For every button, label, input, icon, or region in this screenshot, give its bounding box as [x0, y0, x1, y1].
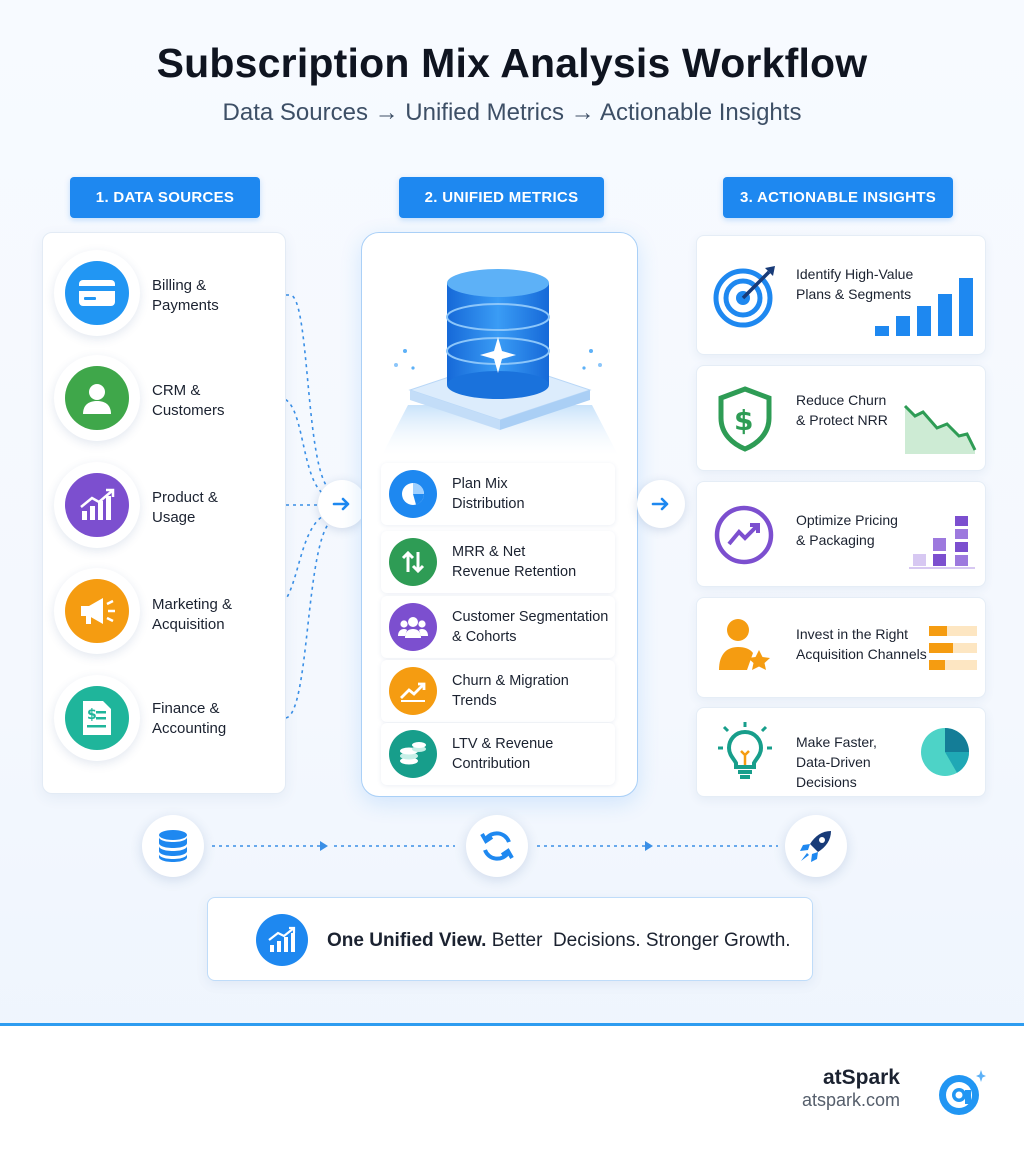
up-down-arrows-icon [389, 538, 437, 586]
shield-dollar-icon: $ [718, 386, 772, 452]
stacked-bars-icon [909, 516, 975, 569]
sync-icon [466, 815, 528, 877]
source-crm [54, 355, 140, 441]
database-icon [142, 815, 204, 877]
arrow-right-icon [637, 480, 685, 528]
footer [0, 1026, 1024, 1154]
coins-icon [389, 730, 437, 778]
pie-chart-icon [389, 470, 437, 518]
user-star-icon [719, 619, 770, 670]
bar-chart-icon [65, 473, 129, 537]
tab-unified-metrics: 2. UNIFIED METRICS [399, 177, 604, 218]
insight-decisions: Make Faster,Data-Driven Decisions [696, 707, 986, 797]
page-subtitle: Data Sources → Unified Metrics → Actiona… [222, 99, 802, 126]
tab-actionable-insights: 3. ACTIONABLE INSIGHTS [723, 177, 953, 218]
insight-reduce-churn: $ Reduce Churn& Protect NRR [696, 365, 986, 471]
source-label-marketing: Marketing &Acquisition [152, 596, 233, 633]
declining-chart-icon [903, 404, 977, 454]
source-label-crm: CRM &Customers [152, 382, 225, 419]
page-title: Subscription Mix Analysis Workflow [156, 40, 868, 86]
insight-label-pricing: Optimize Pricing& Packaging [796, 512, 898, 548]
tab-data-sources: 1. DATA SOURCES [70, 177, 260, 218]
target-icon [713, 266, 775, 328]
invoice-icon: $ [65, 686, 129, 750]
arrow-right-icon [318, 480, 366, 528]
summary-banner: One Unified View. Better Decisions. Stro… [207, 897, 813, 981]
source-marketing [54, 568, 140, 654]
lightbulb-icon [718, 722, 772, 779]
source-finance: $ [54, 675, 140, 761]
bar-chart-icon [875, 278, 973, 336]
source-label-finance: Finance &Accounting [152, 700, 227, 737]
insight-label-reduce-churn: Reduce Churn& Protect NRR [796, 392, 888, 428]
svg-text:$: $ [734, 404, 753, 437]
brand-logo-icon [939, 1070, 986, 1115]
rocket-icon [785, 815, 847, 877]
banner-text: One Unified View. Better Decisions. Stro… [327, 930, 791, 951]
user-icon [65, 366, 129, 430]
group-icon [389, 603, 437, 651]
trend-icon [389, 667, 437, 715]
source-label-product: Product &Usage [152, 489, 218, 526]
source-label-billing: Billing &Payments [152, 277, 219, 314]
database-icon [382, 269, 618, 455]
insight-pricing: Optimize Pricing& Packaging [696, 481, 986, 587]
metric-segmentation: Customer Segmentation& Cohorts [381, 596, 615, 658]
pie-chart-icon [921, 728, 969, 776]
svg-text:$: $ [87, 707, 97, 723]
megaphone-icon [65, 579, 129, 643]
brand-name: atSpark [822, 1066, 900, 1089]
horizontal-bars-icon [929, 626, 977, 670]
trend-up-circle-icon [714, 505, 774, 565]
source-product [54, 462, 140, 548]
source-billing [54, 250, 140, 336]
growth-chart-icon [256, 914, 308, 966]
credit-card-icon [65, 261, 129, 325]
insight-label-decisions: Make Faster,Data-Driven Decisions [796, 734, 877, 790]
brand-url[interactable]: atspark.com [801, 1090, 900, 1110]
footer-divider [0, 1023, 1024, 1026]
metric-label-segmentation: Customer Segmentation& Cohorts [452, 609, 609, 645]
